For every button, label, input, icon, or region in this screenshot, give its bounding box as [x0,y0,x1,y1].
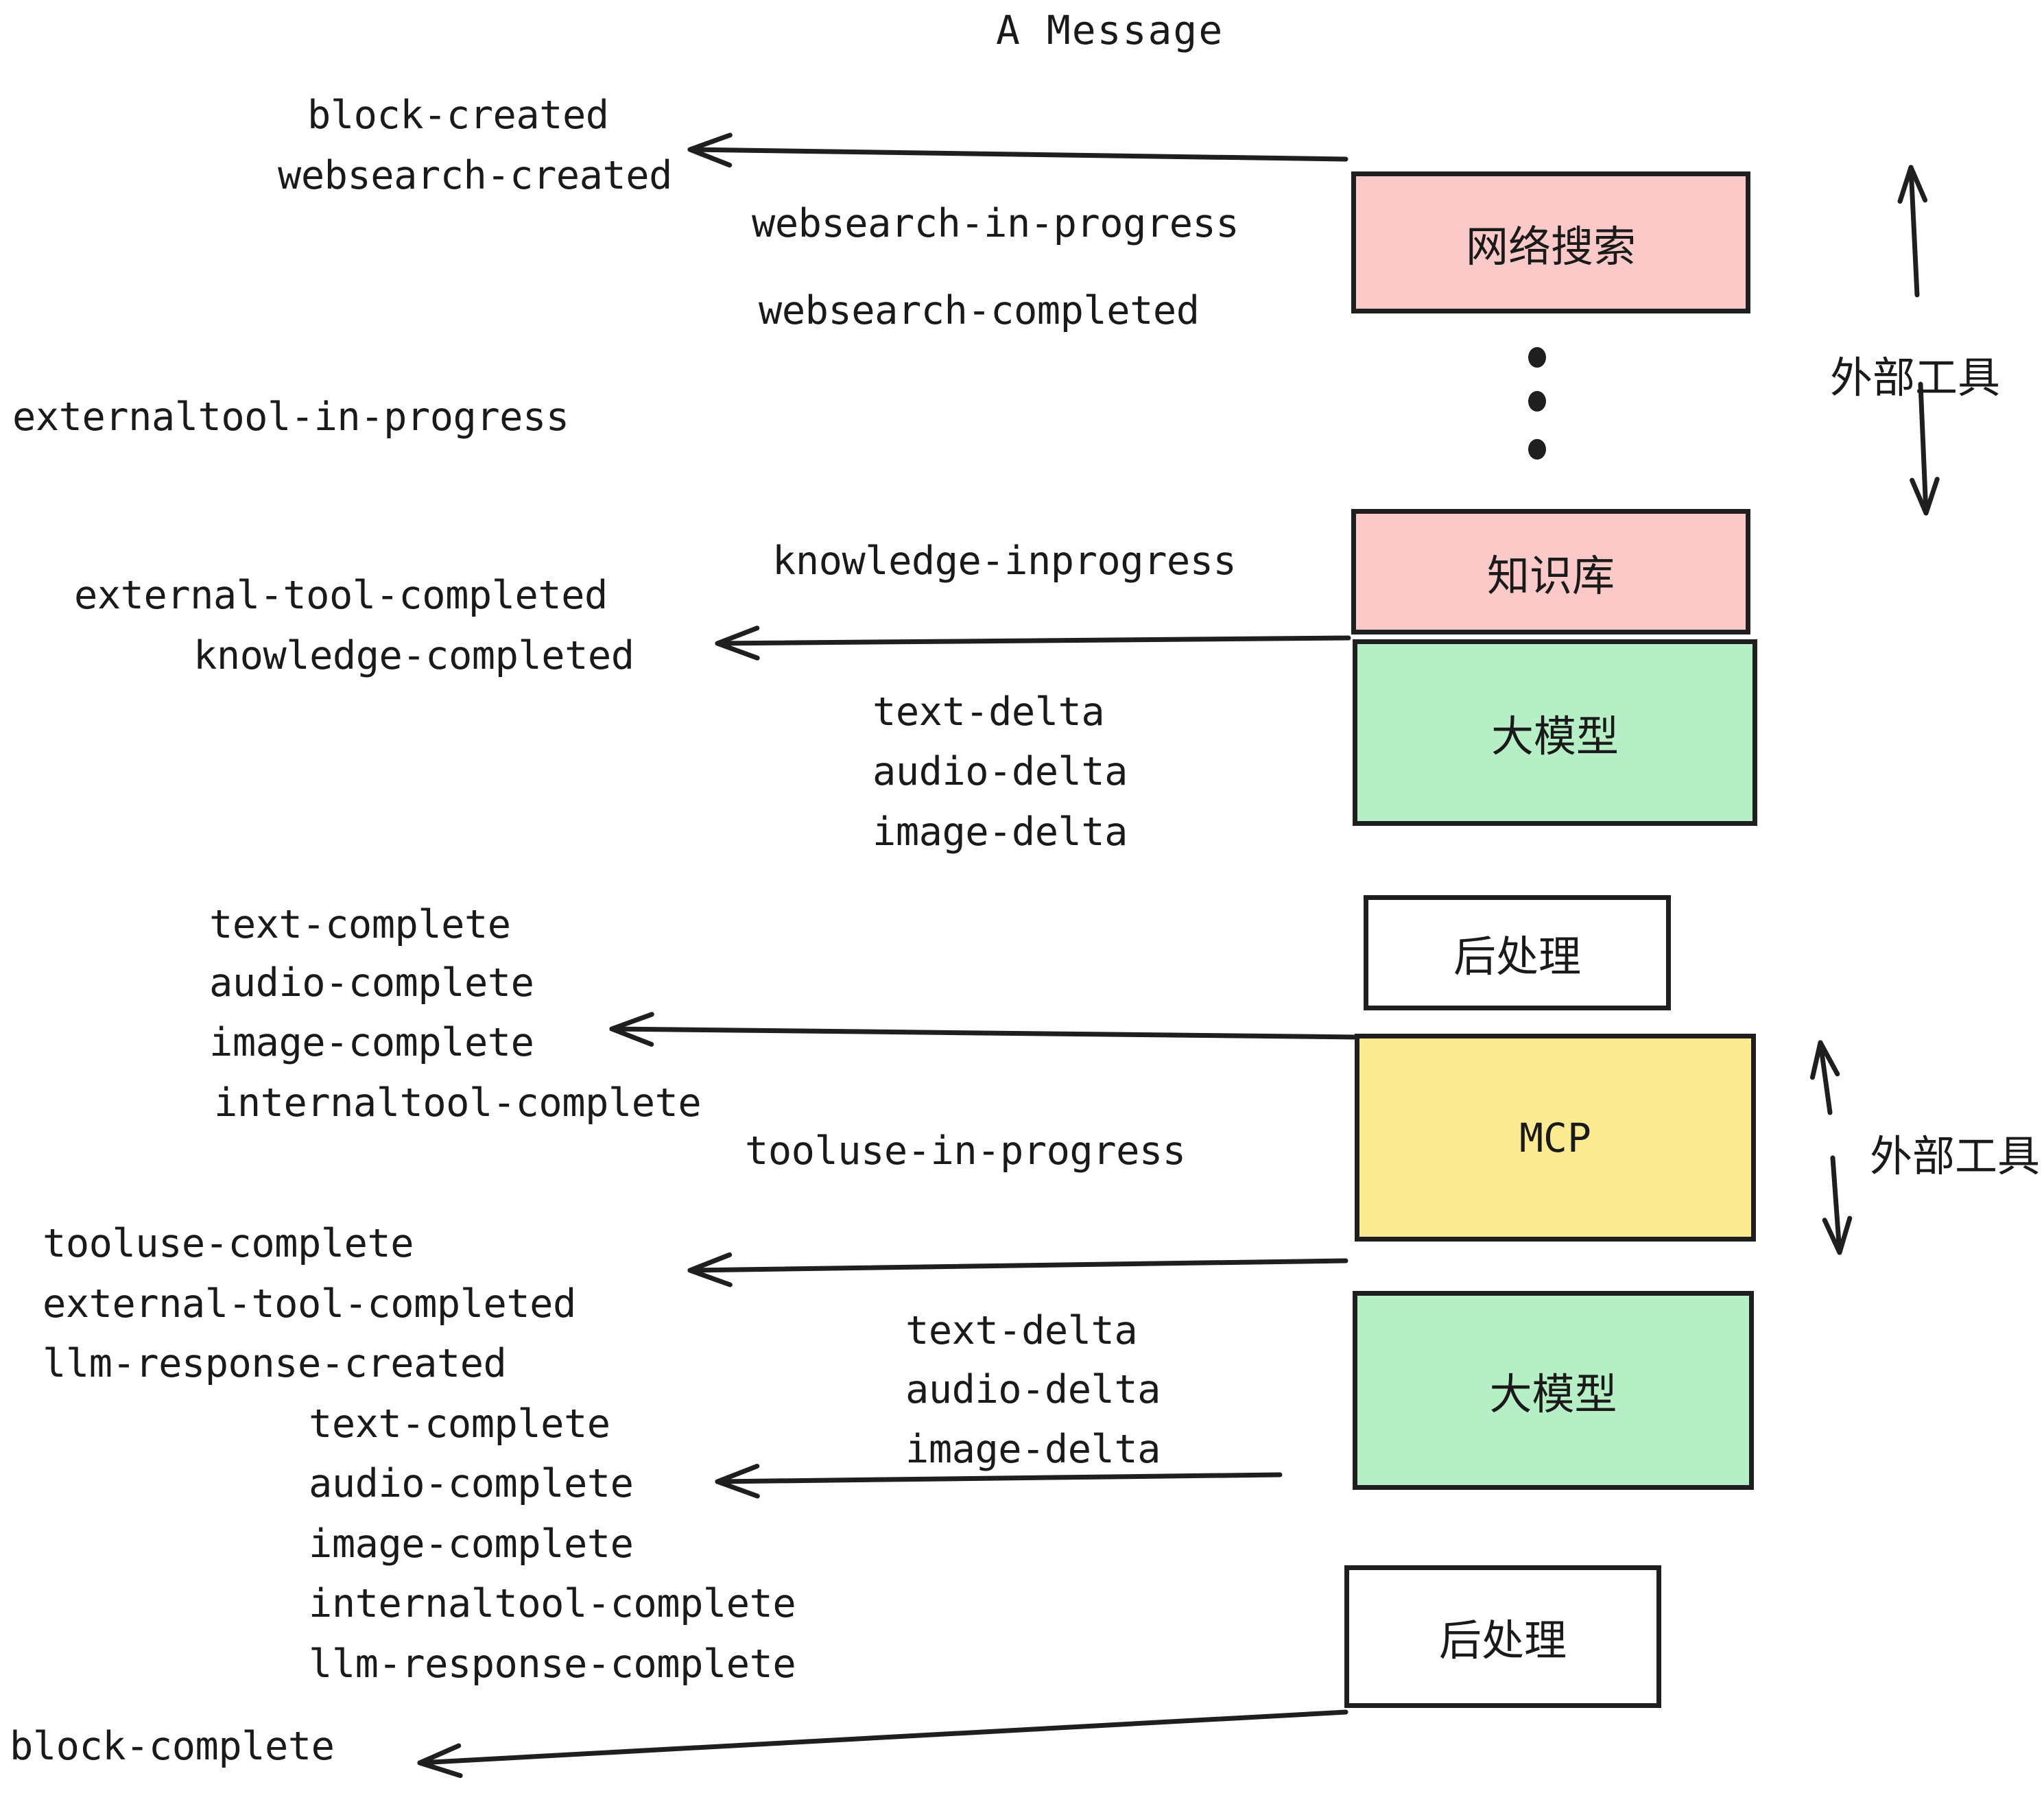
node-post-1: 后处理 [1364,895,1671,1010]
event-label-block-created: block-created [307,93,609,138]
arrow-audio-complete-head [715,1463,760,1499]
arrow-knowledge-completed-head [715,626,760,661]
event-label-audio-delta-1: audio-delta [872,749,1128,794]
external-tools-range-bottom-down-line [1830,1155,1842,1255]
arrow-tooluse-complete-head [687,1252,733,1287]
arrow-image-complete-line [609,1026,1361,1040]
event-label-text-complete-2: text-complete [309,1401,610,1447]
external-tools-range-bottom-up-line [1818,1040,1833,1115]
event-label-externaltool-in-progress: externaltool-in-progress [12,394,569,440]
node-label-post-2: 后处理 [1438,1615,1567,1665]
event-label-websearch-created: websearch-created [278,153,672,198]
event-label-image-delta-1: image-delta [872,809,1128,855]
event-label-external-tool-completed-2: external-tool-completed [43,1281,576,1327]
event-label-image-complete-1: image-complete [209,1020,534,1065]
event-label-text-complete-1: text-complete [209,902,511,947]
event-label-internaltool-complete-1: internaltool-complete [214,1080,702,1126]
arrow-knowledge-completed-line [715,635,1351,646]
node-llm-1: 大模型 [1353,639,1757,826]
arrow-block-complete-line [417,1709,1348,1766]
node-label-websearch: 网络搜索 [1465,221,1636,272]
arrow-audio-complete-line [715,1472,1283,1484]
event-label-text-delta-1: text-delta [872,689,1105,735]
external-tools-range-top-up-head [1897,165,1928,204]
event-label-external-tool-completed-1: external-tool-completed [74,573,608,618]
event-label-tooluse-in-progress: tooluse-in-progress [745,1128,1186,1174]
node-post-2: 后处理 [1344,1565,1661,1708]
arrow-block-complete-head [417,1743,463,1779]
event-label-audio-delta-2: audio-delta [905,1367,1161,1412]
event-label-audio-complete-2: audio-complete [309,1461,634,1506]
ellipsis-dot-1 [1528,347,1546,368]
node-label-mcp: MCP [1519,1114,1591,1161]
event-label-internaltool-complete-2: internaltool-complete [309,1581,796,1626]
ellipsis-dot-2 [1528,391,1546,412]
external-tools-range-top-down-head [1910,477,1940,516]
event-label-image-complete-2: image-complete [309,1521,634,1567]
side-label-external-tools-bottom: 外部工具 [1870,1131,2041,1181]
event-label-knowledge-inprogress: knowledge-inprogress [772,538,1237,584]
event-label-llm-response-created: llm-response-created [43,1341,507,1386]
external-tools-range-bottom-up-head [1809,1040,1840,1080]
node-knowledge: 知识库 [1351,509,1750,634]
node-websearch: 网络搜索 [1351,171,1750,313]
arrow-block-created-line [687,147,1348,162]
external-tools-range-top-up-line [1908,165,1920,298]
diagram-title: A Message [996,7,1224,54]
side-label-external-tools-top: 外部工具 [1830,353,2001,403]
node-llm-2: 大模型 [1353,1291,1754,1490]
node-label-llm-2: 大模型 [1489,1369,1617,1419]
arrow-tooluse-complete-line [687,1258,1348,1273]
arrow-image-complete-head [609,1012,654,1047]
node-label-llm-1: 大模型 [1490,711,1619,761]
arrow-block-created-head [687,132,733,168]
event-label-block-complete: block-complete [10,1724,335,1769]
event-label-tooluse-complete: tooluse-complete [43,1221,414,1266]
event-label-websearch-in-progress: websearch-in-progress [752,201,1239,246]
event-label-knowledge-completed: knowledge-completed [193,633,634,678]
event-label-image-delta-2: image-delta [905,1427,1161,1472]
node-label-knowledge: 知识库 [1486,550,1615,601]
event-label-websearch-completed: websearch-completed [759,288,1200,333]
event-label-audio-complete-1: audio-complete [209,960,534,1006]
node-mcp: MCP [1355,1034,1756,1242]
event-label-text-delta-2: text-delta [905,1308,1138,1353]
ellipsis-dot-3 [1528,439,1546,460]
external-tools-range-bottom-down-head [1822,1215,1853,1255]
node-label-post-1: 后处理 [1453,931,1581,982]
event-label-llm-response-complete: llm-response-complete [309,1641,796,1687]
